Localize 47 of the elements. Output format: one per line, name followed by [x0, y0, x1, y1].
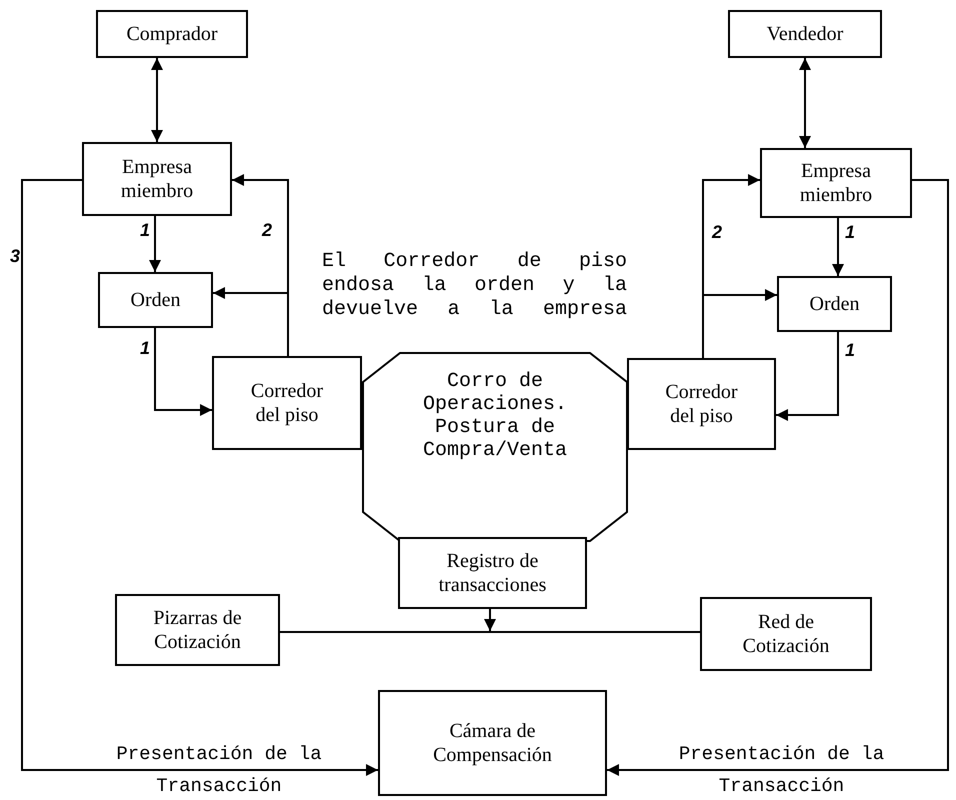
arrow	[149, 216, 161, 272]
step-number: 2	[262, 220, 272, 241]
process-box	[728, 10, 882, 58]
note-text: El Corredor de piso endosa la orden y la devuelve a la empresa	[322, 250, 627, 322]
node-text: Pizarras de Cotización	[152, 606, 243, 654]
node-text: Vendedor	[766, 22, 844, 46]
node-text: Empresa miembro	[120, 155, 194, 203]
node-text: Orden	[810, 292, 860, 316]
node-text: Registro de transacciones	[438, 549, 548, 597]
process-box	[82, 142, 232, 216]
process-box	[98, 272, 213, 328]
step-number: 1	[140, 220, 150, 241]
edge-label: Presentación de la Transacción	[115, 742, 323, 799]
node-text: Orden	[130, 288, 180, 312]
process-box	[777, 276, 892, 332]
octagon-shape	[362, 352, 628, 542]
step-number: 2	[712, 222, 722, 243]
arrow	[21, 179, 378, 776]
arrow	[832, 218, 844, 276]
node-text: Comprador	[126, 22, 218, 46]
step-number: 3	[10, 246, 20, 267]
edge-label: Presentación de la Transacción	[678, 742, 886, 799]
arrow	[151, 58, 163, 142]
process-box	[378, 690, 607, 796]
node-text: Red de Cotización	[742, 610, 830, 658]
step-number: 1	[845, 340, 856, 361]
node-text: Cámara de Compensación	[432, 719, 553, 767]
arrow	[607, 179, 949, 776]
step-number: 1	[845, 222, 856, 243]
arrow	[799, 58, 811, 148]
arrow	[213, 287, 289, 356]
node-text: Corredor del piso	[664, 380, 739, 428]
process-box	[760, 148, 912, 218]
process-box	[115, 594, 280, 666]
arrow	[776, 332, 839, 421]
process-box	[398, 537, 587, 609]
process-box	[627, 358, 776, 450]
arrow	[484, 609, 496, 631]
arrow	[702, 289, 777, 358]
step-number: 1	[140, 338, 150, 359]
process-box	[96, 10, 248, 58]
node-text: Corro de Operaciones. Postura de Compra/Venta	[422, 370, 568, 462]
node-text: Empresa miembro	[798, 159, 874, 207]
process-box	[212, 356, 362, 450]
arrow	[154, 328, 212, 416]
process-box	[700, 597, 872, 671]
node-text: Corredor del piso	[250, 379, 324, 427]
